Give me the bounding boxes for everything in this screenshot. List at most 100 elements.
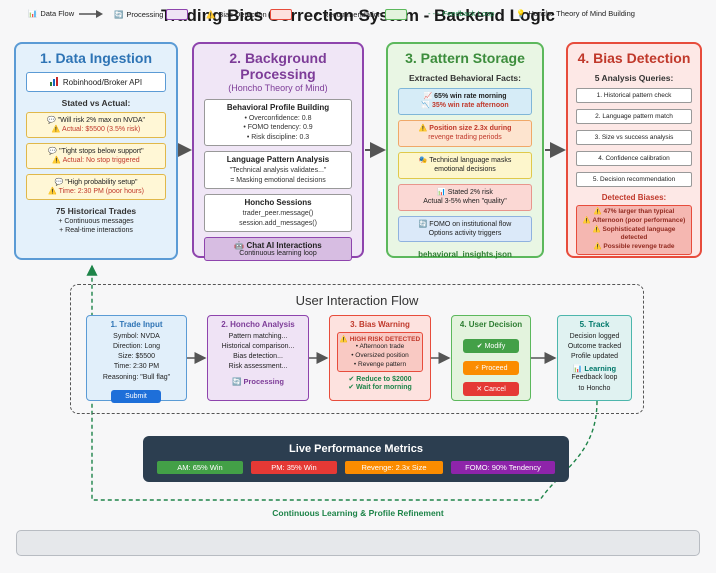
flow-line: Pattern matching... [228,333,288,340]
high-risk-alert: ⚠️ HIGH RISK DETECTED • Afternoon trade … [337,332,423,373]
warning-icon: ⚠️ [593,208,602,215]
flow-step-title: 5. Track [579,320,610,329]
box-line: session.add_messages() [239,219,317,227]
flow-title: User Interaction Flow [295,293,419,308]
processing-status: Processing [243,376,284,386]
fact-line: Technical language masks [429,156,512,164]
detected-biases-title: Detected Biases: [601,193,667,202]
actual-text: Actual: No stop triggered [62,157,140,165]
flow-line: to Honcho [578,384,611,392]
bias-line: Afternoon (poor performance) [592,216,686,224]
legend-label: Bias Detection [218,10,267,19]
stated-actual-item: 💬 "Tight stops below support" ⚠️ Actual:… [26,143,166,169]
alert-line: • Oversized position [351,351,409,359]
warning-icon: ⚠️ [418,124,428,132]
legend-recommendation: ✔ Recommendation [314,9,408,20]
warning-icon: ⚠️ [592,225,601,233]
speech-bubble-icon: 💬 [48,148,58,155]
box-line: • FOMO tendency: 0.9 [243,124,313,132]
panel-subtitle: (Honcho Theory of Mind) [228,83,328,93]
box-line: = Masking emotional decisions [230,176,326,184]
flow-step-title: 2. Honcho Analysis [221,320,295,329]
stated-text: "High probability setup" [65,179,138,186]
dashed-line-icon: - - - [428,9,440,18]
robot-icon: 🤖 [234,241,245,251]
legend-label: Honcho Theory of Mind Building [528,9,635,18]
stated-text: "Will risk 2% max on NVDA" [57,117,146,124]
alert-title: HIGH RISK DETECTED [349,336,421,343]
button-label: Proceed [481,364,508,372]
stated-actual-item: 💬 "Will risk 2% max on NVDA" ⚠️ Actual: … [26,112,166,138]
flow-line: Direction: Long [112,343,161,351]
metric-fomo-tendency: FOMO: 90% Tendency [451,461,555,474]
warning-icon: ⚠️ [52,157,62,165]
section-heading: 5 Analysis Queries: [594,73,674,83]
analysis-query: 3. Size vs success analysis [576,130,692,145]
chart-up-icon: 📈 [423,93,433,100]
legend-label: Data Flow [40,9,75,18]
fact-stated-risk: 📊 Stated 2% risk Actual 3-5% when "quali… [398,183,532,211]
fact-line: 35% win rate afternoon [432,102,509,110]
panel-background-processing: 2. Background Processing (Honcho Theory … [192,42,364,262]
analysis-query: 2. Language pattern match [576,109,692,124]
proceed-button[interactable]: ⚡ Proceed [463,361,519,375]
chart-down-icon: 📉 [421,102,431,110]
cancel-button[interactable]: ✕ Cancel [463,382,519,396]
panel-title: 2. Background Processing [229,50,327,82]
fact-position-size: ⚠️ Position size 2.3x during revenge tra… [398,119,532,147]
box-line: "Technical analysis validates..." [229,167,327,175]
warning-icon: ⚠️ [206,10,216,19]
trades-line: + Continuous messages [58,218,134,225]
legend-label: Feedback Loop [442,9,495,18]
flow-bias-warning: 3. Bias Warning ⚠️ HIGH RISK DETECTED • … [329,315,431,401]
flow-line: Size: $5500 [118,353,155,361]
lightbulb-icon: 💡 [516,9,526,18]
warning-icon: ⚠️ [593,243,602,251]
check-icon: ✔ [348,384,355,392]
box-title: Language Pattern Analysis [226,155,330,165]
speech-bubble-icon: 💬 [46,117,56,124]
feedback-loop-caption: Continuous Learning & Profile Refinement [272,508,444,518]
actual-text: Time: 2:30 PM (poor hours) [58,188,144,196]
panel-data-ingestion: 1. Data Ingestion Robinhood/Broker API S… [14,42,178,260]
check-icon: ✔ [314,10,321,19]
flow-step-title: 1. Trade Input [110,320,163,329]
fact-line: Position size 2.3x during [429,124,512,132]
submit-button[interactable]: Submit [111,390,161,403]
modify-button[interactable]: ✔ Modify [463,339,519,353]
bias-swatch [269,9,292,20]
alert-line: • Afternoon trade [355,343,405,350]
trades-count: 75 Historical Trades [55,206,137,216]
fact-fomo: 🔄 FOMO on institutional flow Options act… [398,215,532,243]
recommendation-line: Reduce to $2000 [356,376,412,384]
flow-line: Reasoning: "Bull flag" [102,373,171,381]
live-metrics-panel: Live Performance Metrics [143,436,569,482]
fact-line: revenge trading periods [428,134,502,142]
legend [16,530,700,556]
metrics-title: Live Performance Metrics [289,443,423,455]
actual-text: Actual: $5500 (3.5% risk) [62,126,141,134]
close-icon: ✕ [476,386,483,393]
analysis-query: 1. Historical pattern check [576,88,692,103]
box-line: • Overconfidence: 0.8 [244,115,312,122]
legend-honcho: 💡 Honcho Theory of Mind Building [516,9,635,18]
chat-ai-box: 🤖 Chat AI Interactions Continuous learni… [204,237,352,262]
button-label: Cancel [484,385,506,393]
bias-line: 47% larger than typical [603,208,675,215]
legend-data-flow: 📊 Data Flow [28,9,104,18]
flow-line: Outcome tracked [567,343,622,351]
check-icon: ✔ [476,343,483,350]
flow-track: 5. Track Decision logged Outcome tracked… [557,315,632,401]
flow-line: Time: 2:30 PM [113,363,160,371]
warning-icon: ⚠️ [48,188,57,196]
flow-honcho-analysis: 2. Honcho Analysis Pattern matching... H… [207,315,309,401]
speech-bubble-icon: 💬 [54,179,64,186]
panel-pattern-storage: 3. Pattern Storage Extracted Behavioral … [386,42,544,259]
flow-line: Symbol: NVDA [113,333,160,340]
trades-line: + Real-time interactions [59,227,133,235]
flow-line: Feedback loop [571,374,618,382]
refresh-icon: 🔄 [418,220,428,228]
fact-line: Stated 2% risk [447,188,493,196]
box-line: • Risk discipline: 0.3 [246,133,310,141]
